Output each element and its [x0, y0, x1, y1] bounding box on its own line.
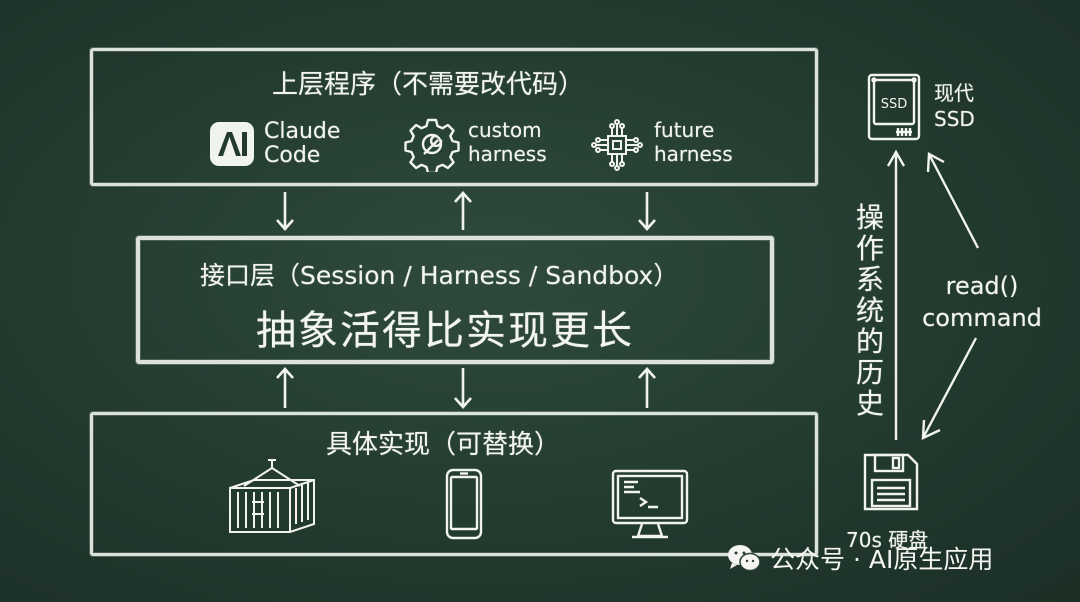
arrow-up-bottom-left	[276, 367, 294, 408]
top-layer-title: 上层程序（不需要改代码）	[272, 70, 585, 100]
interface-layer-subtitle: 接口层（Session / Harness / Sandbox）	[200, 261, 679, 290]
shipping-container-icon	[229, 459, 315, 533]
chip-icon	[591, 119, 643, 171]
arrow-down-top-left	[276, 192, 294, 231]
custom-harness-label: custom harness	[468, 118, 547, 166]
floppy-disk-icon	[863, 453, 919, 511]
interface-layer-main-text: 抽象活得比实现更长	[256, 308, 634, 354]
claude-code-label: Claude Code	[264, 119, 341, 168]
future-harness-label: future harness	[654, 118, 733, 166]
arrow-down-bottom-center	[454, 368, 472, 409]
smartphone-icon	[445, 468, 483, 540]
ssd-icon-text: SSD	[881, 97, 908, 112]
watermark: 公众号 · AI原生应用	[726, 540, 993, 576]
wechat-icon	[728, 545, 761, 572]
arrow-up-history	[886, 149, 906, 440]
arrow-diag-to-ssd	[926, 152, 980, 249]
arrow-up-top-center	[454, 191, 472, 230]
arrow-diag-to-floppy	[921, 337, 978, 440]
implementation-layer-box	[90, 412, 818, 556]
arrow-down-top-right	[638, 192, 656, 231]
seventies-hard-disk-label: 70s 硬盘	[846, 528, 929, 552]
gear-wrench-icon	[404, 118, 460, 172]
modern-ssd-label: 现代 SSD	[934, 81, 975, 131]
implementation-layer-title: 具体实现（可替换）	[326, 430, 561, 460]
watermark-text: 公众号 · AI原生应用	[770, 545, 994, 574]
ssd-icon: SSD	[867, 73, 921, 141]
os-history-vertical-label: 操作系统的历史	[855, 201, 884, 420]
claude-logo-icon	[210, 122, 254, 166]
interface-layer-box	[136, 236, 774, 364]
terminal-monitor-icon	[611, 469, 689, 539]
read-command-label: read() command	[922, 272, 1042, 332]
top-layer-box	[90, 48, 818, 186]
arrow-up-bottom-right	[638, 367, 656, 408]
